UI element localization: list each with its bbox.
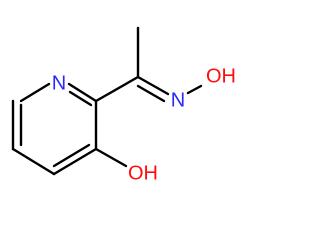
atom-pyridine-nitrogen: N	[52, 72, 66, 94]
bond-c3-oh	[94, 147, 128, 168]
bond-c3-c4-inner	[52, 143, 91, 168]
bond-c2-c7	[94, 75, 140, 103]
bond-n2-o	[186, 84, 203, 95]
bond-n1-c6	[19, 82, 51, 103]
atom-ring-hydroxyl: OH	[128, 162, 158, 184]
atom-oxime-nitrogen: N	[171, 89, 185, 111]
atom-oxime-hydroxyl: OH	[206, 65, 236, 87]
bond-n1-c2	[67, 82, 98, 103]
bond-n1-c2-inner	[68, 90, 93, 107]
bond-c4-c5	[11, 147, 56, 176]
structure-diagram: N N OH OH	[11, 26, 236, 184]
bond-c7-n2	[136, 75, 170, 96]
bond-c3-c4	[52, 147, 98, 176]
bond-c7-n2-inner	[136, 84, 166, 103]
